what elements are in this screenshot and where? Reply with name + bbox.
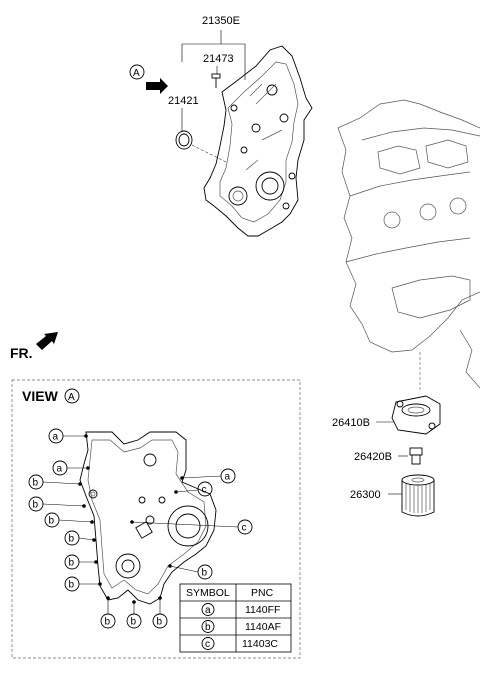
callout-a-3: a <box>181 468 236 484</box>
label-26420B: 26420B <box>354 451 392 463</box>
svg-text:c: c <box>242 523 247 534</box>
view-a-title-circle <box>64 388 80 404</box>
svg-text:b: b <box>105 617 111 628</box>
callout-b-7: b <box>100 598 116 629</box>
callout-a-1: a <box>48 428 86 444</box>
symbol-pnc-table: SYMBOL PNC a 1140FF b 1140AF c 11403C <box>179 583 292 653</box>
svg-text:b: b <box>131 617 137 628</box>
svg-text:b: b <box>157 617 163 628</box>
callout-b-10: b <box>169 564 213 580</box>
view-a-circle <box>129 64 145 80</box>
view-direction-arrow <box>146 78 168 94</box>
svg-text:b: b <box>49 516 55 527</box>
view-a-frame <box>11 379 301 659</box>
svg-text:a: a <box>57 464 63 475</box>
callout-c-2: c <box>131 519 253 535</box>
callout-b-4: b <box>64 530 95 546</box>
front-direction-indicator: FR. <box>10 332 58 361</box>
svg-text:a: a <box>225 472 231 483</box>
table-row-symbol: b <box>205 622 211 633</box>
bolt-21473 <box>211 73 221 88</box>
callout-b-2: b <box>28 496 85 512</box>
svg-text:b: b <box>33 500 39 511</box>
oil-cooler-26410B: 26410B <box>332 395 441 435</box>
fr-label: FR. <box>10 345 33 361</box>
callout-b-5: b <box>64 554 96 570</box>
label-21350E: 21350E <box>202 15 240 27</box>
callout-c-1: c <box>175 481 213 497</box>
timing-cover <box>203 45 313 237</box>
table-header-symbol: SYMBOL <box>186 587 230 599</box>
leader-21350E <box>181 43 246 80</box>
view-a-letter: A <box>133 68 140 79</box>
svg-text:c: c <box>202 485 207 496</box>
view-a-title: VIEW <box>22 388 59 404</box>
callout-b-1: b <box>28 474 81 490</box>
svg-text:b: b <box>33 478 39 489</box>
svg-text:b: b <box>69 558 75 569</box>
svg-text:b: b <box>69 580 75 591</box>
callout-b-8: b <box>126 602 142 629</box>
callout-b-3: b <box>44 512 93 528</box>
svg-text:b: b <box>202 568 208 579</box>
label-26410B: 26410B <box>332 417 370 429</box>
label-26300: 26300 <box>350 489 381 501</box>
table-row-pnc: 1140FF <box>245 604 280 616</box>
oil-filter-26300: 26300 <box>350 474 435 517</box>
fr-arrow-icon <box>36 332 58 350</box>
label-21421: 21421 <box>168 95 199 107</box>
view-a-panel: VIEW A <box>11 379 301 659</box>
svg-text:a: a <box>53 432 59 443</box>
svg-text:b: b <box>69 534 75 545</box>
table-header-pnc: PNC <box>251 587 274 599</box>
view-a-marker: A <box>129 64 168 94</box>
fitting-26420B: 26420B <box>354 447 423 465</box>
seal-alignment-line <box>191 144 227 163</box>
view-a-title-letter: A <box>68 392 75 403</box>
table-row-pnc: 11403C <box>242 638 278 650</box>
oil-seal-21421 <box>175 130 193 150</box>
callout-a-2: a <box>52 460 88 476</box>
table-row-symbol: c <box>205 639 210 650</box>
label-21473: 21473 <box>203 53 234 65</box>
table-row-symbol: a <box>205 605 211 616</box>
engine-block-outline <box>337 99 480 392</box>
cover-front-view <box>79 431 217 605</box>
timing-cover-assembly: 21350E 21473 21421 A <box>129 15 313 237</box>
table-row-pnc: 1140AF <box>245 621 281 633</box>
callout-b-6: b <box>64 576 100 592</box>
callout-b-9: b <box>152 598 168 629</box>
